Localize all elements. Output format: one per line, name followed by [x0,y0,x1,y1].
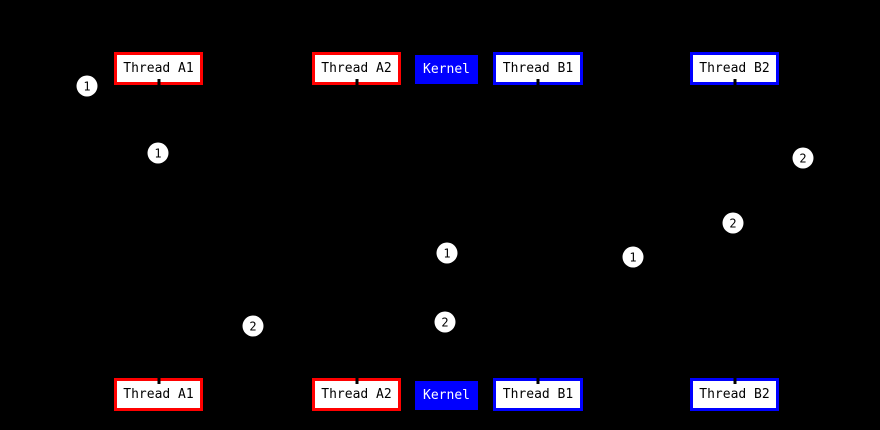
step-marker-1: 1 [147,142,169,164]
participant-thread-a2-bottom: Thread A2 [312,378,401,411]
participant-label: Thread B1 [502,387,574,402]
step-marker-1: 1 [436,242,458,264]
step-marker-2: 2 [722,212,744,234]
lifeline-notch [157,79,160,85]
step-marker-1: 1 [622,246,644,268]
participant-label: Thread B2 [699,387,770,402]
participant-thread-a2-top: Thread A2 [312,52,401,85]
participant-thread-b1-top: Thread B1 [493,52,583,85]
participant-label: Kernel [423,388,470,403]
step-marker-1: 1 [76,75,98,97]
participant-kernel-top: Kernel [415,55,478,84]
participant-thread-b2-top: Thread B2 [690,52,779,85]
participant-thread-a1-bottom: Thread A1 [114,378,203,411]
participant-label: Thread A1 [123,61,194,76]
lifeline-notch [536,378,540,384]
participant-label: Thread B1 [502,61,574,76]
participant-kernel-bottom: Kernel [415,381,478,410]
participant-label: Thread B2 [699,61,770,76]
step-marker-2: 2 [792,147,814,169]
participant-label: Thread A2 [321,61,392,76]
lifeline-notch [355,79,358,85]
participant-label: Thread A1 [123,387,194,402]
participant-label: Thread A2 [321,387,392,402]
step-marker-2: 2 [242,315,264,337]
lifeline-notch [157,378,160,384]
lifeline-notch [733,79,736,85]
participant-thread-b1-bottom: Thread B1 [493,378,583,411]
participant-thread-b2-bottom: Thread B2 [690,378,779,411]
step-marker-2: 2 [434,311,456,333]
lifeline-notch [355,378,358,384]
participant-thread-a1-top: Thread A1 [114,52,203,85]
participant-label: Kernel [423,62,470,77]
lifeline-notch [536,79,540,85]
lifeline-notch [733,378,736,384]
